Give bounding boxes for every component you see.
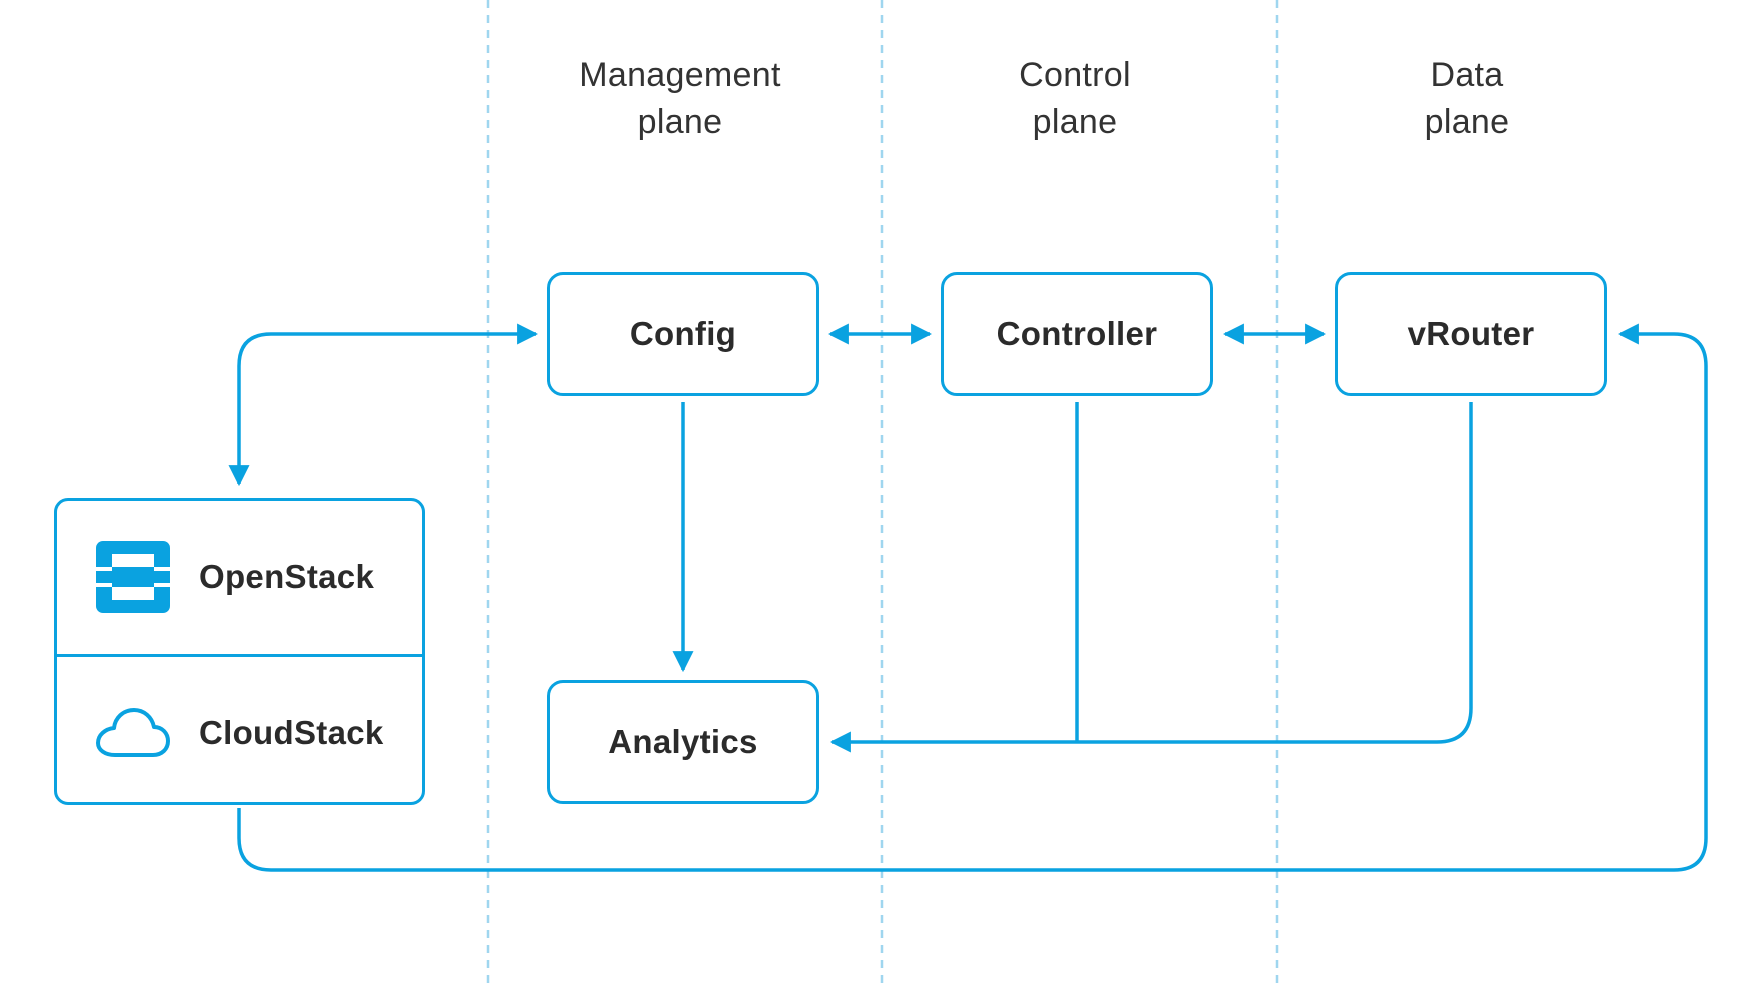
connector-platform-config [228, 323, 539, 487]
cloud-icon [95, 695, 171, 771]
plane-title-management: Management plane [530, 52, 830, 146]
plane-title-line2: plane [1032, 103, 1118, 141]
analytics-node: Analytics [547, 680, 819, 804]
plane-title-line1: Control [1019, 56, 1131, 94]
plane-title-line2: plane [1424, 103, 1510, 141]
plane-title-line2: plane [637, 103, 723, 141]
connector-platform-vrouter [237, 323, 1708, 872]
vrouter-node: vRouter [1335, 272, 1607, 396]
platform-openstack: OpenStack [57, 501, 422, 653]
plane-title-control: Control plane [925, 52, 1225, 146]
platform-label: OpenStack [199, 558, 375, 595]
platform-label: CloudStack [199, 714, 384, 751]
orchestration-platforms: OpenStack CloudStack [54, 498, 425, 805]
platform-cloudstack: CloudStack [57, 654, 422, 802]
openstack-logo-icon [95, 539, 171, 615]
controller-node: Controller [941, 272, 1213, 396]
config-node: Config [547, 272, 819, 396]
plane-title-line1: Management [579, 56, 781, 94]
plane-title-line1: Data [1430, 56, 1504, 94]
plane-title-data: Data plane [1317, 52, 1617, 146]
connector-vrouter-analytics [829, 402, 1473, 753]
